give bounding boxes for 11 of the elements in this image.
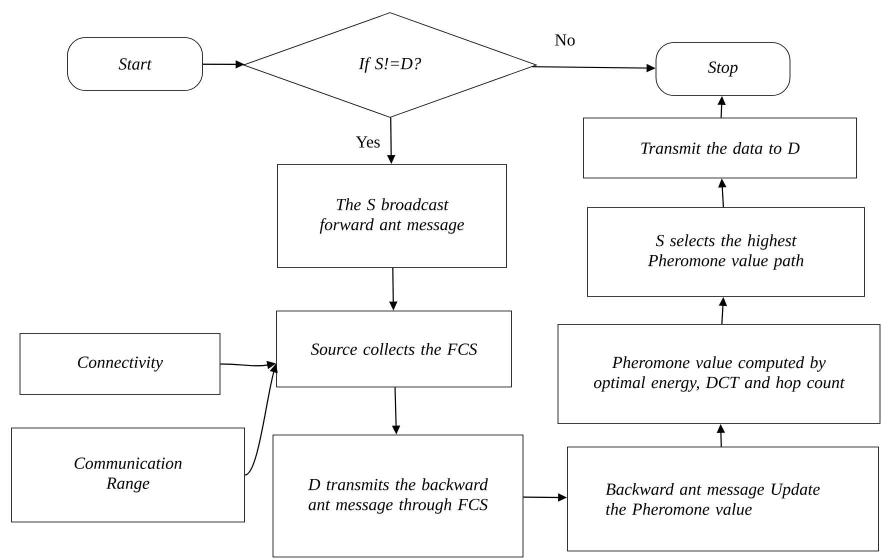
process-box: S selects the highest Pheromone value path [587,207,865,297]
edge-label: No [554,33,576,47]
process-box: Connectivity [20,333,220,395]
edge-label: Yes [354,135,382,149]
process-box: The S broadcast forward ant message [277,164,507,268]
process-box: Backward ant message Update the Pheromone value [567,446,879,552]
process-box: D transmits the backward ant message through FCS [272,434,524,558]
process-box: Communication Range [11,428,245,522]
process-box: Pheromone value computed by optimal energy, DCT and hop count [558,324,880,424]
process-box: Source collects the FCS [276,310,512,388]
process-box: Transmit the data to D [583,118,857,178]
